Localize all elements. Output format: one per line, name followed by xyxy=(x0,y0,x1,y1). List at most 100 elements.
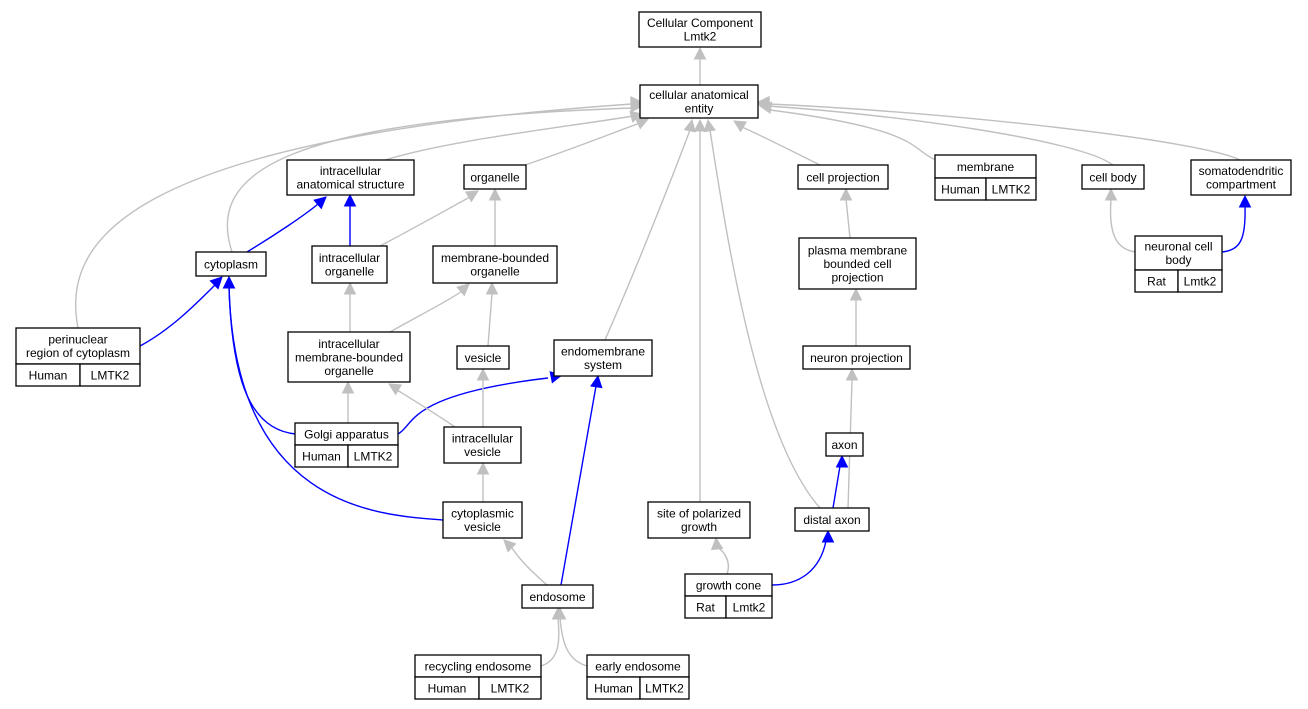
term-label: compartment xyxy=(1206,178,1277,192)
gene-cell xyxy=(79,363,141,387)
arrowhead xyxy=(222,275,236,289)
arrowhead xyxy=(456,283,470,297)
term-node-vesicle[interactable]: vesicle xyxy=(456,345,510,370)
term-label: body xyxy=(1165,253,1191,267)
arrowhead xyxy=(839,187,853,201)
part-of-edge xyxy=(246,196,327,253)
arrowhead xyxy=(464,190,479,203)
term-label: growth cone xyxy=(696,578,762,592)
term-node-endosome[interactable]: endosome xyxy=(521,584,594,609)
term-label: cellular anatomical xyxy=(649,88,748,102)
arrowhead xyxy=(476,367,490,381)
is-a-edge xyxy=(389,283,470,333)
term-node-axon[interactable]: axon xyxy=(825,432,864,457)
is-a-edge xyxy=(849,287,863,346)
term-label: cell body xyxy=(1089,170,1136,184)
arrowhead xyxy=(343,193,357,207)
is-a-edge xyxy=(1104,187,1137,253)
term-label: perinuclear xyxy=(48,333,107,347)
gene-label: LMTK2 xyxy=(992,182,1031,196)
gene-cell xyxy=(639,676,690,700)
term-label: region of cytoplasm xyxy=(26,346,130,360)
term-label: intracellular xyxy=(318,337,379,351)
is-a-edge xyxy=(703,118,821,509)
arrowhead xyxy=(821,529,835,543)
is-a-edge xyxy=(343,281,357,332)
annotation-row: Human LMTK2 xyxy=(294,444,399,468)
gene-label: LMTK2 xyxy=(354,449,393,463)
is-a-edge xyxy=(756,95,1241,161)
term-label: distal axon xyxy=(803,513,860,527)
term-label: membrane-bounded xyxy=(441,251,549,265)
species-label: Human xyxy=(302,449,341,463)
term-node-cellbody[interactable]: cell body xyxy=(1081,164,1145,190)
is-a-edge xyxy=(693,118,707,502)
term-node-cellproj[interactable]: cell projection xyxy=(797,164,889,190)
term-node-distax[interactable]: distal axon xyxy=(794,507,870,532)
arrowhead xyxy=(845,367,859,381)
gene-label: LMTK2 xyxy=(491,681,530,695)
term-label: cell projection xyxy=(806,170,879,184)
is-a-edge xyxy=(384,110,644,161)
part-of-edge xyxy=(771,529,835,586)
term-label: intracellular xyxy=(320,164,381,178)
term-label: projection xyxy=(831,270,883,284)
arrowhead xyxy=(553,606,567,620)
term-label: Golgi apparatus xyxy=(304,427,389,441)
is-a-edge xyxy=(758,101,937,161)
is-a-edge xyxy=(733,120,821,166)
term-label: neuronal cell xyxy=(1144,240,1212,254)
term-label: intracellular xyxy=(319,251,380,265)
term-node-organelle[interactable]: organelle xyxy=(463,164,527,190)
term-label: cytoplasmic xyxy=(451,507,514,521)
gene-cell xyxy=(1177,269,1223,293)
term-label: organelle xyxy=(324,364,374,378)
is-a-edge xyxy=(485,281,499,347)
is-a-edge xyxy=(476,461,490,502)
term-node-cytoplasm[interactable]: cytoplasm xyxy=(195,251,267,277)
part-of-edge xyxy=(222,275,444,521)
species-label: Human xyxy=(941,182,980,196)
arrowhead xyxy=(849,287,863,301)
is-a-edge xyxy=(524,117,650,166)
arrowhead xyxy=(683,118,696,133)
gene-label: LMTK2 xyxy=(91,368,130,382)
part-of-edge xyxy=(343,193,357,246)
term-label: organelle xyxy=(470,265,520,279)
term-label: neuron projection xyxy=(810,351,903,365)
annotation-row: Human LMTK2 xyxy=(934,177,1037,201)
term-node-neuproj[interactable]: neuron projection xyxy=(802,345,911,370)
arrowhead xyxy=(343,281,357,295)
arrowhead xyxy=(485,281,499,295)
term-label: endomembrane xyxy=(561,345,645,359)
is-a-edge xyxy=(693,46,707,85)
is-a-edge xyxy=(379,190,479,247)
term-label: recycling endosome xyxy=(425,659,532,673)
is-a-edge xyxy=(553,606,588,667)
arrowhead xyxy=(209,276,223,290)
term-label: bounded cell xyxy=(823,257,891,271)
arrowhead xyxy=(1104,187,1118,201)
